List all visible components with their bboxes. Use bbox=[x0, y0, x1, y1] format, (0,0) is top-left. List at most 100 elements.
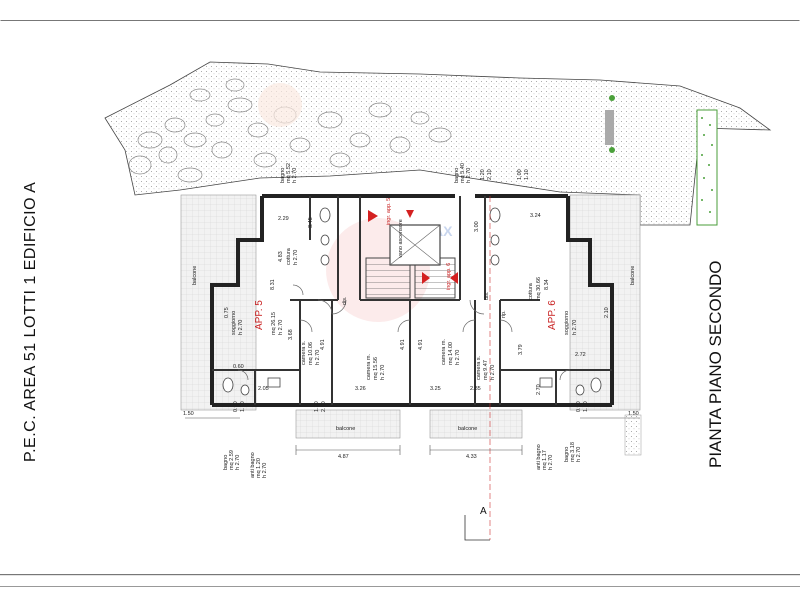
dim-110a: 1.10 bbox=[240, 401, 246, 412]
room-soggiorno-app5-height2: h 2.70 bbox=[278, 320, 284, 335]
room-antibagno-right-area: mq 1.17 bbox=[542, 450, 548, 470]
room-bagno-top-right-area: mq 5.40 bbox=[460, 163, 466, 183]
room-camera-s-right: camera s. bbox=[476, 355, 482, 380]
app6-label: APP. 6 bbox=[547, 300, 558, 330]
dim-834: 8.34 bbox=[544, 279, 550, 290]
room-cottura-app5: cottura bbox=[286, 247, 292, 265]
room-antibagno-left: anti bagno bbox=[250, 452, 256, 478]
label-ingr-app5: ingr. app. 5 bbox=[386, 198, 392, 225]
room-camera-s-left-area: mq 10.06 bbox=[308, 342, 314, 365]
label-balcone-right: balcone bbox=[630, 266, 636, 285]
dim-368: 3.68 bbox=[288, 329, 294, 340]
dim-831: 8.31 bbox=[270, 279, 276, 290]
dim-120b: 1.20 bbox=[480, 169, 486, 180]
dim-210c: 2.10 bbox=[604, 307, 610, 318]
dim-433: 4.33 bbox=[466, 454, 477, 460]
dim-300: 3.00 bbox=[474, 221, 480, 232]
room-antibagno-left-height: h 2.70 bbox=[262, 463, 268, 478]
room-labels: soggiorno h 2.70 mq 26.15 h 2.70 soggior… bbox=[192, 163, 636, 478]
terrace-right bbox=[569, 194, 641, 411]
shrub-bottom bbox=[609, 147, 615, 153]
room-camera-s-right-height: h 2.70 bbox=[490, 365, 496, 380]
room-soggiorno-app5: soggiorno bbox=[231, 311, 237, 335]
room-bagno-bottom-right-height: h 2.70 bbox=[576, 447, 582, 462]
label-balcone-bottom-left: balcone bbox=[336, 426, 355, 432]
label-balcone-left: balcone bbox=[192, 266, 198, 285]
label-rip: rip. bbox=[501, 310, 507, 318]
room-soggiorno-app6-area: mq 30.66 bbox=[536, 277, 542, 300]
room-soggiorno-app5-height: h 2.70 bbox=[238, 320, 244, 335]
room-cottura-app5-height: h 2.70 bbox=[293, 250, 299, 265]
room-camera-s-left-height: h 2.70 bbox=[315, 350, 321, 365]
garden-strip bbox=[696, 109, 718, 226]
dim-060: 0.60 bbox=[233, 364, 244, 370]
room-camera-s-right-area: mq 9.47 bbox=[483, 360, 489, 380]
bench bbox=[605, 110, 614, 145]
room-bagno-bottom-left: bagno bbox=[223, 455, 229, 470]
dim-210b: 2.10 bbox=[487, 169, 493, 180]
garden-hatch bbox=[701, 117, 713, 213]
room-soggiorno-app6: soggiorno bbox=[564, 311, 570, 335]
entrance-arrows bbox=[368, 210, 458, 284]
room-bagno-bottom-right: bagno bbox=[564, 447, 570, 462]
drawing-title-floor: PIANTA PIANO SECONDO bbox=[706, 260, 725, 468]
staircase bbox=[365, 257, 411, 299]
dim-090a: 0.90 bbox=[233, 401, 239, 412]
label-balcone-bottom-right: balcone bbox=[458, 426, 477, 432]
room-camera-m-right-area: mq 14.00 bbox=[448, 342, 454, 365]
sheet-frame-bottom bbox=[0, 574, 800, 576]
room-camera-m-right-height: h 2.70 bbox=[455, 350, 461, 365]
room-camera-m-left: camera m. bbox=[366, 354, 372, 380]
dim-491b: 4.91 bbox=[400, 339, 406, 350]
dim-120: 1.20 bbox=[314, 401, 320, 412]
sheet-frame-bottom-2 bbox=[0, 586, 800, 587]
dim-075: 0.75 bbox=[224, 307, 230, 318]
dim-272: 2.72 bbox=[575, 352, 586, 358]
dim-205: 2.05 bbox=[258, 386, 269, 392]
label-dis-left: dis. bbox=[342, 296, 348, 305]
room-bagno-bottom-left-area: mq 2.59 bbox=[229, 450, 235, 470]
watermark-small bbox=[258, 83, 302, 127]
dim-491a: 4.91 bbox=[320, 339, 326, 350]
room-bagno-top-right-height: h 2.70 bbox=[466, 168, 472, 183]
dim-270: 2.70 bbox=[536, 384, 542, 395]
room-soggiorno-app5-area: mq 26.15 bbox=[271, 312, 277, 335]
room-cottura-app6: cottura bbox=[528, 282, 534, 300]
inner-walls bbox=[212, 196, 612, 405]
ramp-detail bbox=[624, 414, 642, 456]
dim-210: 2.10 bbox=[321, 401, 327, 412]
terrace-left bbox=[180, 194, 257, 411]
room-camera-m-right: camera m. bbox=[441, 339, 447, 365]
label-dis-right: dis. bbox=[484, 291, 490, 300]
room-camera-m-left-height: h 2.70 bbox=[380, 365, 386, 380]
room-bagno-top-left-height: h 2.70 bbox=[292, 168, 298, 183]
dim-491c: 4.91 bbox=[418, 339, 424, 350]
balcony-bottom-left bbox=[295, 409, 401, 439]
dim-090b: 0.90 bbox=[576, 401, 582, 412]
room-bagno-top-right: bagno bbox=[454, 168, 460, 183]
room-bagno-top-left-area: mq 5.52 bbox=[286, 163, 292, 183]
room-antibagno-left-area: mq 1.20 bbox=[256, 458, 262, 478]
label-ingr-app6: ingr. app. 6 bbox=[446, 263, 452, 290]
dim-285: 2.85 bbox=[470, 386, 481, 392]
dim-483: 4.83 bbox=[278, 251, 284, 262]
dim-379: 3.79 bbox=[518, 344, 524, 355]
section-marker-label: A bbox=[480, 506, 487, 517]
dim-110c: 1.10 bbox=[524, 169, 530, 180]
room-antibagno-right: anti bagno bbox=[536, 444, 542, 470]
dim-326: 3.26 bbox=[355, 386, 366, 392]
dim-229: 2.29 bbox=[278, 216, 289, 222]
room-bagno-top-left: bagno bbox=[280, 168, 286, 183]
room-bagno-bottom-right-area: mq 3.18 bbox=[570, 442, 576, 462]
room-soggiorno-app6-height: h 2.70 bbox=[572, 320, 578, 335]
room-antibagno-right-height: h 2.70 bbox=[548, 455, 554, 470]
dim-150a: 1.50 bbox=[183, 411, 194, 417]
room-bagno-bottom-left-height: h 2.70 bbox=[235, 455, 241, 470]
room-camera-s-left: camera s. bbox=[301, 340, 307, 365]
dim-150b: 1.50 bbox=[628, 411, 639, 417]
bathroom-fixtures bbox=[222, 207, 602, 396]
outer-walls bbox=[210, 194, 614, 407]
elevator-x2 bbox=[389, 224, 441, 266]
